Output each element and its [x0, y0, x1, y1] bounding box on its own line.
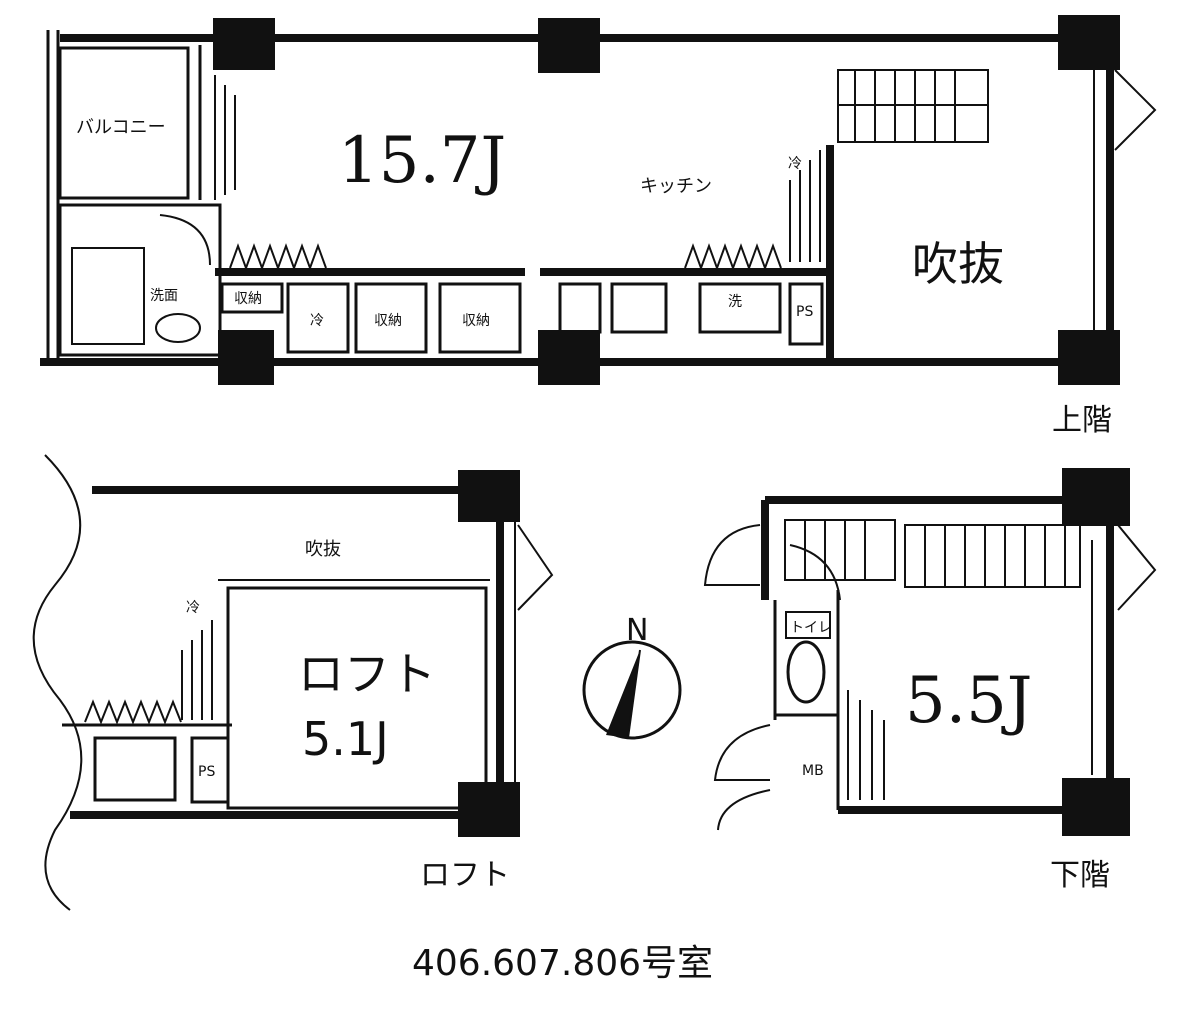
toilet-fixture [786, 640, 826, 704]
unit-numbers-caption: 406.607.806号室 [412, 943, 713, 984]
upper-floor-caption: 上階 [1052, 403, 1112, 438]
void-label: 吹抜 [912, 237, 1004, 291]
loft-fridge-symbol: 冷 [186, 600, 200, 616]
refrigerator-label: 冷 [310, 313, 324, 329]
lower-floor-caption: 下階 [1050, 858, 1110, 893]
toilet-label: トイレ [790, 620, 832, 636]
north-label: N [626, 613, 648, 648]
loft-void-label: 吹抜 [305, 539, 341, 560]
upper-stairs [837, 69, 989, 143]
washer-label: 洗 [728, 294, 742, 310]
balcony-label: バルコニー [76, 117, 166, 138]
lower-stairs [784, 519, 1081, 588]
living-area-label: 15.7J [338, 124, 506, 198]
loft-name-label: ロフト [298, 647, 436, 701]
loft-floor-caption: ロフト [420, 858, 510, 893]
storage-label-1: 収納 [234, 291, 262, 307]
mb-label: MB [802, 763, 824, 779]
compass: N [582, 613, 682, 740]
storage-label-3: 収納 [462, 313, 490, 329]
loft-ps-label: PS [198, 764, 215, 780]
upper-floor: バルコニー 15.7J キッチン 吹抜 洗面 収納 冷 収納 収納 洗 PS 冷… [40, 15, 1157, 438]
lower-floor: トイレ MB 5.5J 下階 [703, 468, 1157, 893]
upper-fridge-symbol: 冷 [788, 156, 802, 172]
storage-label-2: 収納 [374, 313, 402, 329]
upper-ps-label: PS [796, 304, 813, 320]
loft-floor: 吹抜 ロフト 5.1J PS 冷 ロフト [32, 454, 554, 911]
lower-area-label: 5.5J [905, 664, 1032, 738]
loft-area-label: 5.1J [302, 712, 389, 766]
kitchen-label: キッチン [640, 176, 712, 197]
washroom-label: 洗面 [150, 288, 178, 304]
balcony-room [58, 46, 190, 200]
